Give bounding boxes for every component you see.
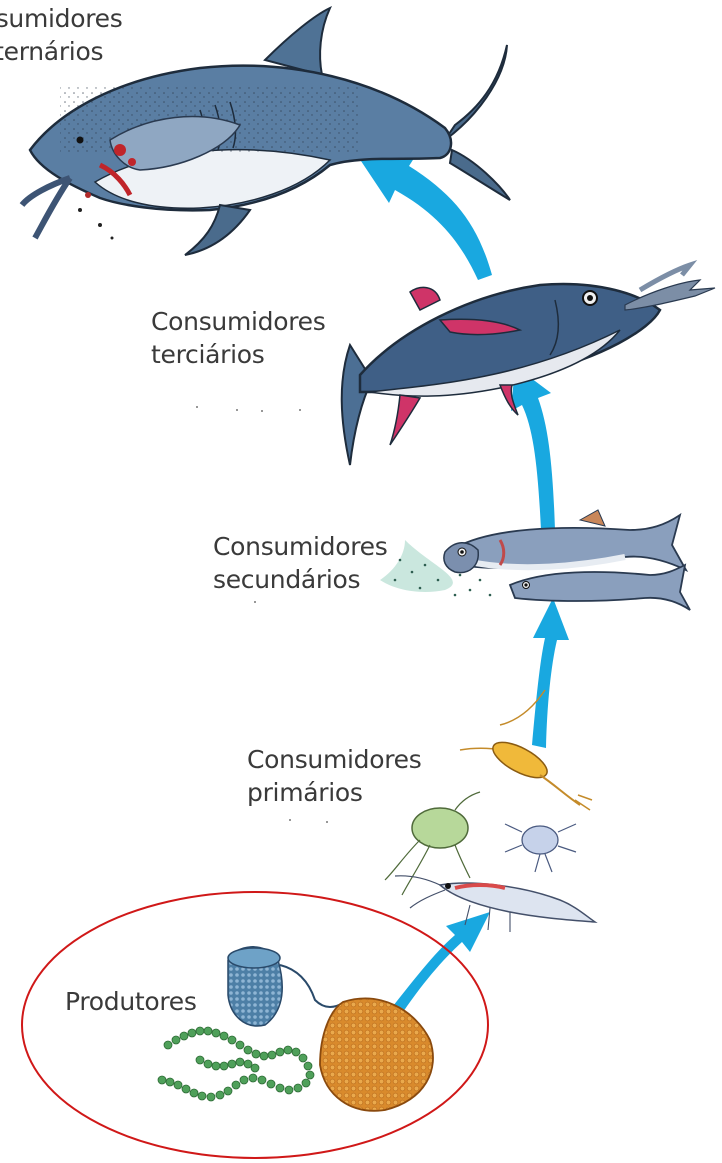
- label-primary-line1: Consumidores: [247, 743, 421, 776]
- label-quaternary-line2: quaternários: [0, 35, 122, 68]
- krill-icon: [395, 876, 595, 932]
- label-quaternary-consumers: Consumidores quaternários: [0, 2, 122, 68]
- small-fish-icon: [380, 510, 690, 610]
- label-primary-consumers: Consumidores primários: [247, 743, 421, 809]
- label-tertiary-line1: Consumidores: [151, 305, 325, 338]
- larva-icon: [505, 824, 576, 872]
- label-secondary-line1: Consumidores: [213, 530, 387, 563]
- arrow-primary-to-secondary: [532, 598, 569, 748]
- algae-chain-icon: [158, 1027, 314, 1101]
- label-secondary-consumers: Consumidores secundários: [213, 530, 387, 596]
- label-producers: Produtores: [65, 985, 197, 1018]
- label-tertiary-line2: terciários: [151, 338, 325, 371]
- diatom-icon: [228, 947, 282, 1026]
- label-primary-line2: primários: [247, 776, 421, 809]
- tuna-icon: [342, 265, 715, 465]
- arrow-secondary-to-tertiary: [511, 366, 555, 530]
- label-tertiary-consumers: Consumidores terciários: [151, 305, 325, 371]
- label-producers-line1: Produtores: [65, 985, 197, 1018]
- label-secondary-line2: secundários: [213, 563, 387, 596]
- label-quaternary-line1: Consumidores: [0, 2, 122, 35]
